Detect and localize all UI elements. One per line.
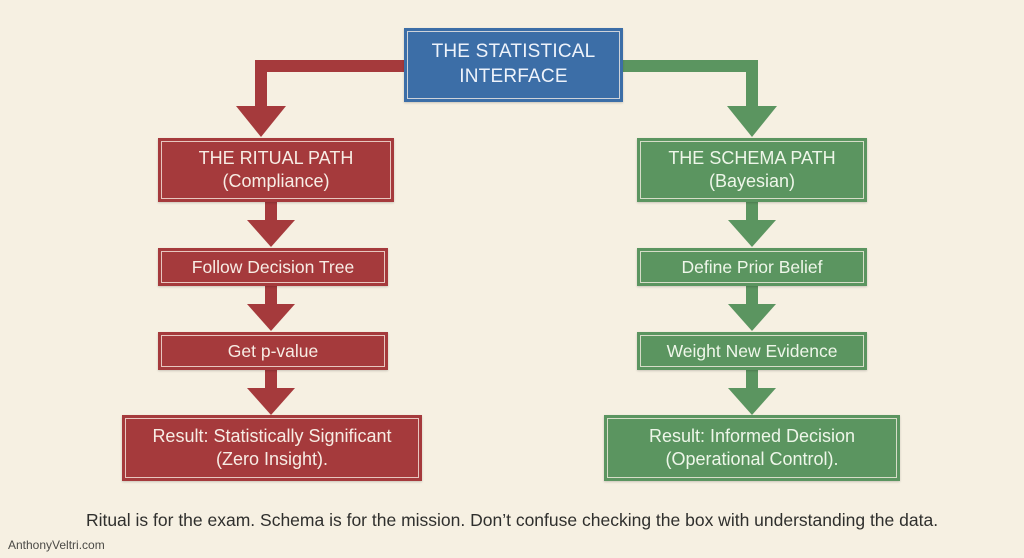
ritual-result-line2: (Zero Insight). xyxy=(215,449,329,469)
ritual-path-title: THE RITUAL PATH xyxy=(198,147,354,168)
schema-step-label: Weight New Evidence xyxy=(666,340,838,361)
ritual-step-label: Follow Decision Tree xyxy=(191,256,355,277)
schema-result-line1: Result: Informed Decision xyxy=(648,425,856,446)
caption: Ritual is for the exam. Schema is for th… xyxy=(85,510,939,530)
schema-path-subtitle: (Bayesian) xyxy=(708,171,796,191)
ritual-step-follow-decision-tree: Follow Decision Tree xyxy=(158,248,388,286)
schema-step-label: Define Prior Belief xyxy=(681,256,823,277)
watermark: AnthonyVeltri.com xyxy=(8,538,105,552)
schema-result-line2: (Operational Control). xyxy=(665,449,839,469)
ritual-path-header: THE RITUAL PATH (Compliance) xyxy=(158,138,394,202)
root-node-line2: INTERFACE xyxy=(459,66,568,87)
schema-step-weight-new-evidence: Weight New Evidence xyxy=(637,332,867,370)
schema-branch-arrow xyxy=(620,60,777,137)
ritual-result: Result: Statistically Significant (Zero … xyxy=(122,415,422,481)
schema-result: Result: Informed Decision (Operational C… xyxy=(604,415,900,481)
schema-path-header: THE SCHEMA PATH (Bayesian) xyxy=(637,138,867,202)
schema-step-define-prior-belief: Define Prior Belief xyxy=(637,248,867,286)
ritual-step-label: Get p-value xyxy=(227,340,319,361)
ritual-step-arrows xyxy=(247,202,295,415)
schema-step-arrows xyxy=(728,202,776,415)
ritual-result-line1: Result: Statistically Significant xyxy=(152,425,392,446)
root-node-statistical-interface: THE STATISTICAL INTERFACE xyxy=(404,28,623,102)
ritual-branch-arrow xyxy=(236,60,407,137)
ritual-step-get-p-value: Get p-value xyxy=(158,332,388,370)
ritual-path-subtitle: (Compliance) xyxy=(222,171,330,191)
root-node-line1: THE STATISTICAL xyxy=(431,41,596,63)
schema-path-title: THE SCHEMA PATH xyxy=(668,147,836,168)
